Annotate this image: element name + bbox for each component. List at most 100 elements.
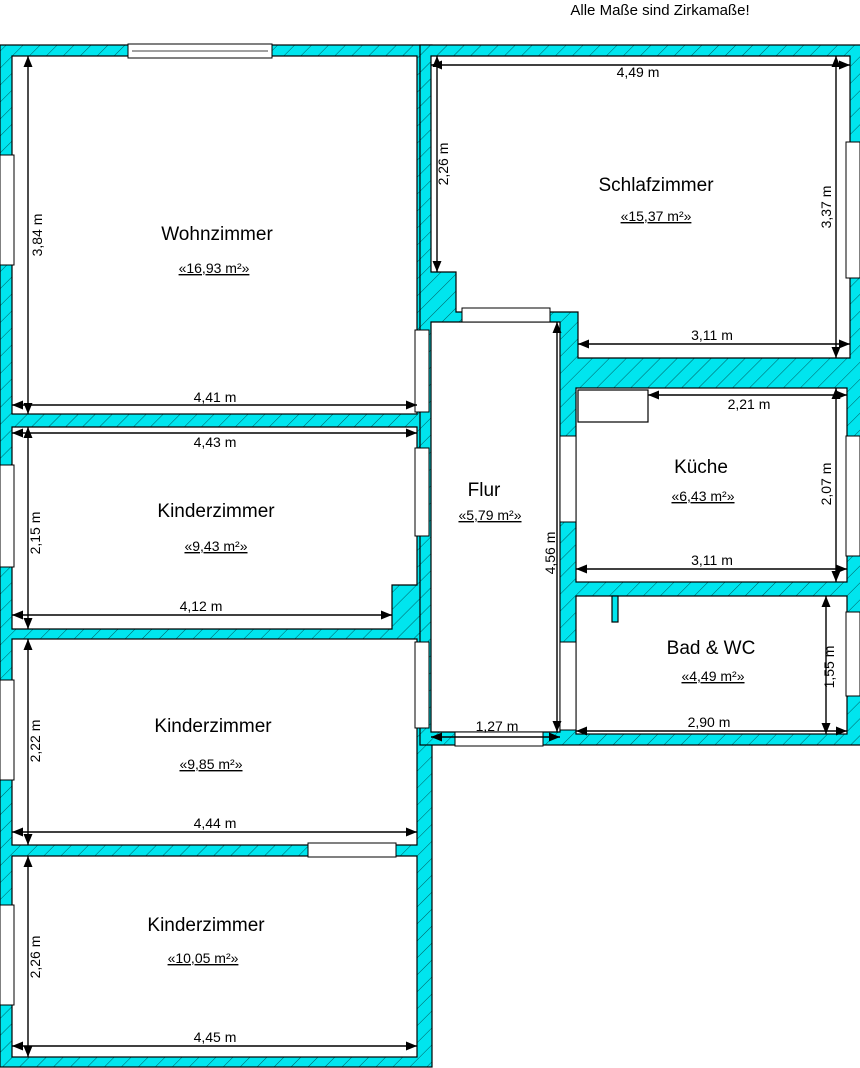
door bbox=[414, 641, 430, 729]
window bbox=[845, 611, 860, 697]
dimension-arrowhead bbox=[381, 610, 392, 620]
door bbox=[559, 641, 577, 731]
dimension-arrowhead bbox=[23, 639, 33, 650]
room-name: Bad & WC bbox=[667, 638, 756, 659]
dim-label: 4,49 m bbox=[617, 64, 660, 80]
dimension-arrowhead bbox=[406, 400, 417, 410]
dim-label: 2,07 m bbox=[818, 463, 834, 506]
door bbox=[559, 435, 577, 523]
room-kinderzimmer-2 bbox=[11, 638, 418, 846]
dim-label: 1,27 m bbox=[476, 718, 519, 734]
dimension-arrowhead bbox=[406, 1041, 417, 1051]
note-approx: Alle Maße sind Zirkamaße! bbox=[570, 2, 749, 19]
dimension-arrowhead bbox=[23, 1046, 33, 1057]
dimension-arrowhead bbox=[576, 564, 587, 574]
dim-label: 4,56 m bbox=[542, 532, 558, 575]
room-area: «4,49 m²» bbox=[681, 668, 744, 684]
dimension-arrowhead bbox=[839, 60, 850, 70]
dim-label: 2,21 m bbox=[728, 396, 771, 412]
room-name: Wohnzimmer bbox=[161, 224, 273, 245]
room-name: Kinderzimmer bbox=[157, 501, 275, 522]
dimension-arrowhead bbox=[12, 1041, 23, 1051]
room-area: «9,43 m²» bbox=[184, 538, 247, 554]
dim-label: 4,44 m bbox=[194, 815, 237, 831]
dimension-arrowhead bbox=[23, 403, 33, 414]
dim-label: 4,43 m bbox=[194, 434, 237, 450]
dimension-arrowhead bbox=[836, 726, 847, 736]
dimension-arrowhead bbox=[821, 723, 831, 734]
room-area: «10,05 m²» bbox=[168, 950, 239, 966]
window bbox=[845, 435, 860, 557]
window bbox=[454, 731, 544, 747]
room-flur bbox=[430, 321, 561, 733]
dim-label: 3,84 m bbox=[29, 214, 45, 257]
dim-label: 2,15 m bbox=[27, 512, 43, 555]
dim-label: 3,37 m bbox=[818, 186, 834, 229]
dimension-arrowhead bbox=[23, 834, 33, 845]
window bbox=[0, 679, 15, 781]
room-interiors bbox=[11, 55, 851, 1058]
dimension-arrowhead bbox=[431, 732, 442, 742]
room-labels: Wohnzimmer «16,93 m²» Schlafzimmer «15,3… bbox=[147, 175, 755, 966]
dimension-arrowhead bbox=[406, 827, 417, 837]
room-area: «9,85 m²» bbox=[179, 756, 242, 772]
dimension-arrowhead bbox=[23, 618, 33, 629]
dimension-arrowhead bbox=[23, 56, 33, 67]
dimension-arrowhead bbox=[836, 564, 847, 574]
dimension-arrowhead bbox=[552, 721, 562, 732]
dimension-arrowhead bbox=[406, 428, 417, 438]
dimension-arrowhead bbox=[552, 322, 562, 333]
dimension-arrowhead bbox=[831, 56, 841, 67]
room-wohnzimmer bbox=[11, 55, 418, 415]
dimension-arrowhead bbox=[432, 56, 442, 67]
room-kinderzimmer-1 bbox=[11, 426, 418, 630]
dim-label: 3,11 m bbox=[691, 552, 733, 568]
dimension-arrowhead bbox=[23, 427, 33, 438]
room-bad bbox=[575, 595, 848, 735]
room-area: «5,79 m²» bbox=[458, 507, 521, 523]
dimension-arrowhead bbox=[821, 596, 831, 607]
dimension-arrowhead bbox=[839, 339, 850, 349]
room-name: Kinderzimmer bbox=[154, 716, 272, 737]
dimension-arrowhead bbox=[12, 610, 23, 620]
dimension-arrowhead bbox=[12, 428, 23, 438]
room-name: Flur bbox=[468, 480, 501, 501]
room-name: Schlafzimmer bbox=[598, 175, 714, 196]
window bbox=[0, 154, 15, 266]
dimension-arrowhead bbox=[12, 400, 23, 410]
room-area: «6,43 m²» bbox=[671, 488, 734, 504]
dim-label: 4,12 m bbox=[180, 598, 223, 614]
windows bbox=[0, 43, 860, 1006]
window bbox=[845, 141, 860, 279]
dim-label: 4,45 m bbox=[194, 1029, 237, 1045]
room-area: «15,37 m²» bbox=[621, 208, 692, 224]
dimension-lines bbox=[12, 56, 850, 1057]
room-kinderzimmer-3 bbox=[11, 855, 418, 1058]
dimension-arrowhead bbox=[549, 732, 560, 742]
dimension-arrowhead bbox=[576, 726, 587, 736]
dimension-arrowhead bbox=[23, 856, 33, 867]
dimension-arrowhead bbox=[831, 571, 841, 582]
window bbox=[0, 904, 15, 1006]
room-area: «16,93 m²» bbox=[179, 260, 250, 276]
doors bbox=[307, 307, 577, 858]
dim-label: 2,26 m bbox=[27, 936, 43, 979]
door bbox=[414, 447, 430, 537]
dim-label: 4,41 m bbox=[194, 389, 237, 405]
dimension-labels: 3,84 m 4,41 m 4,49 m 2,26 m 3,37 m 3,11 … bbox=[27, 64, 837, 1045]
dim-label: 2,26 m bbox=[435, 143, 451, 186]
dimension-arrowhead bbox=[831, 347, 841, 358]
dimension-arrowhead bbox=[432, 261, 442, 272]
dim-label: 3,11 m bbox=[691, 327, 733, 343]
dim-label: 2,90 m bbox=[688, 714, 731, 730]
dimension-arrowhead bbox=[648, 390, 659, 400]
window bbox=[0, 464, 15, 568]
door bbox=[461, 307, 551, 323]
dimension-arrows bbox=[12, 56, 850, 1057]
kitchen-counter bbox=[577, 389, 649, 423]
dimension-arrowhead bbox=[12, 827, 23, 837]
room-name: Küche bbox=[674, 457, 728, 478]
dim-label: 1,55 m bbox=[821, 646, 837, 689]
door bbox=[414, 329, 430, 413]
